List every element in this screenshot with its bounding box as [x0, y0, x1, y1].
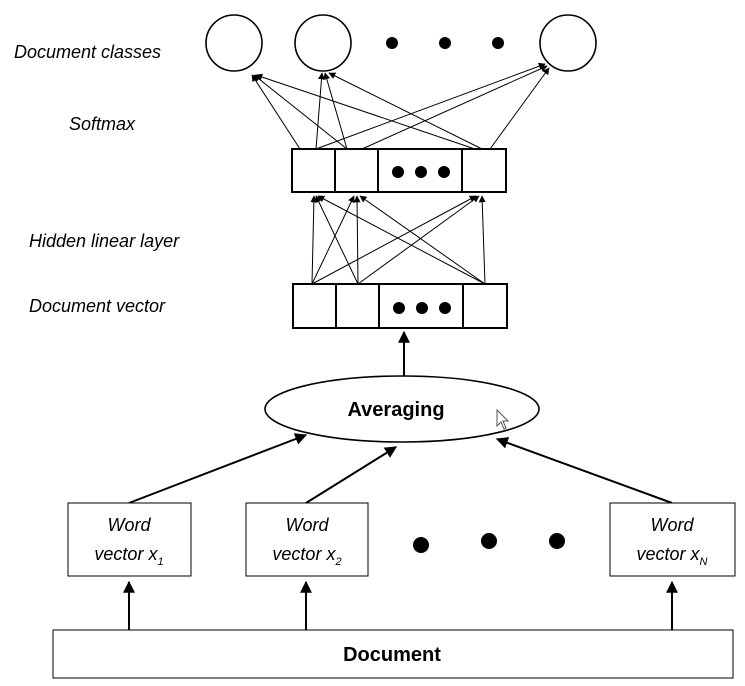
word-vector-n-subscript: N	[700, 556, 708, 568]
label-document-classes: Document classes	[14, 42, 161, 62]
document-vector	[292, 283, 508, 329]
word-vector-1-line2: vector x	[94, 544, 158, 564]
document-box: Document	[52, 629, 734, 679]
class-node	[539, 14, 597, 72]
document-to-word-arrows	[123, 580, 678, 630]
ellipsis-dot	[481, 533, 497, 549]
label-hidden-linear-layer: Hidden linear layer	[29, 231, 180, 251]
ellipsis-dot	[386, 37, 398, 49]
ellipsis-dot	[439, 302, 451, 314]
hidden-connections	[310, 195, 486, 285]
svg-text:vector x2: vector x2	[272, 544, 341, 568]
word-vector-1-subscript: 1	[157, 556, 163, 568]
mouse-cursor-icon	[496, 408, 510, 430]
class-node	[205, 14, 263, 72]
ellipsis-dot	[392, 166, 404, 178]
word-vector-1: Word vector x1	[67, 502, 192, 577]
word-vector-n: Word vector xN	[609, 502, 736, 577]
ellipsis-dot	[393, 302, 405, 314]
word-vector-2: Word vector x2	[245, 502, 369, 577]
label-document-vector: Document vector	[29, 296, 166, 316]
word-to-averaging-arrows	[128, 433, 673, 504]
word-vector-2-line1: Word	[285, 515, 329, 535]
word-vector-n-line2: vector x	[637, 544, 701, 564]
word-vector-n-line1: Word	[650, 515, 694, 535]
ellipsis-dot	[492, 37, 504, 49]
ellipsis-dot	[415, 166, 427, 178]
svg-text:vector x1: vector x1	[94, 544, 163, 568]
ellipsis-dot	[416, 302, 428, 314]
ellipsis-dot	[439, 37, 451, 49]
hidden-layer	[291, 148, 507, 193]
class-node	[294, 14, 352, 72]
ellipsis-dot	[438, 166, 450, 178]
ellipsis-dot	[413, 537, 429, 553]
class-nodes	[205, 14, 597, 72]
label-softmax: Softmax	[69, 114, 136, 134]
averaging-label: Averaging	[347, 399, 444, 421]
softmax-connections	[251, 62, 550, 150]
averaging-node: Averaging	[264, 375, 540, 443]
document-label: Document	[343, 644, 441, 666]
word-vector-2-line2: vector x	[272, 544, 336, 564]
svg-text:vector xN: vector xN	[637, 544, 708, 568]
ellipsis-dot	[549, 533, 565, 549]
word-vector-1-line1: Word	[107, 515, 151, 535]
word-vector-2-subscript: 2	[334, 556, 341, 568]
